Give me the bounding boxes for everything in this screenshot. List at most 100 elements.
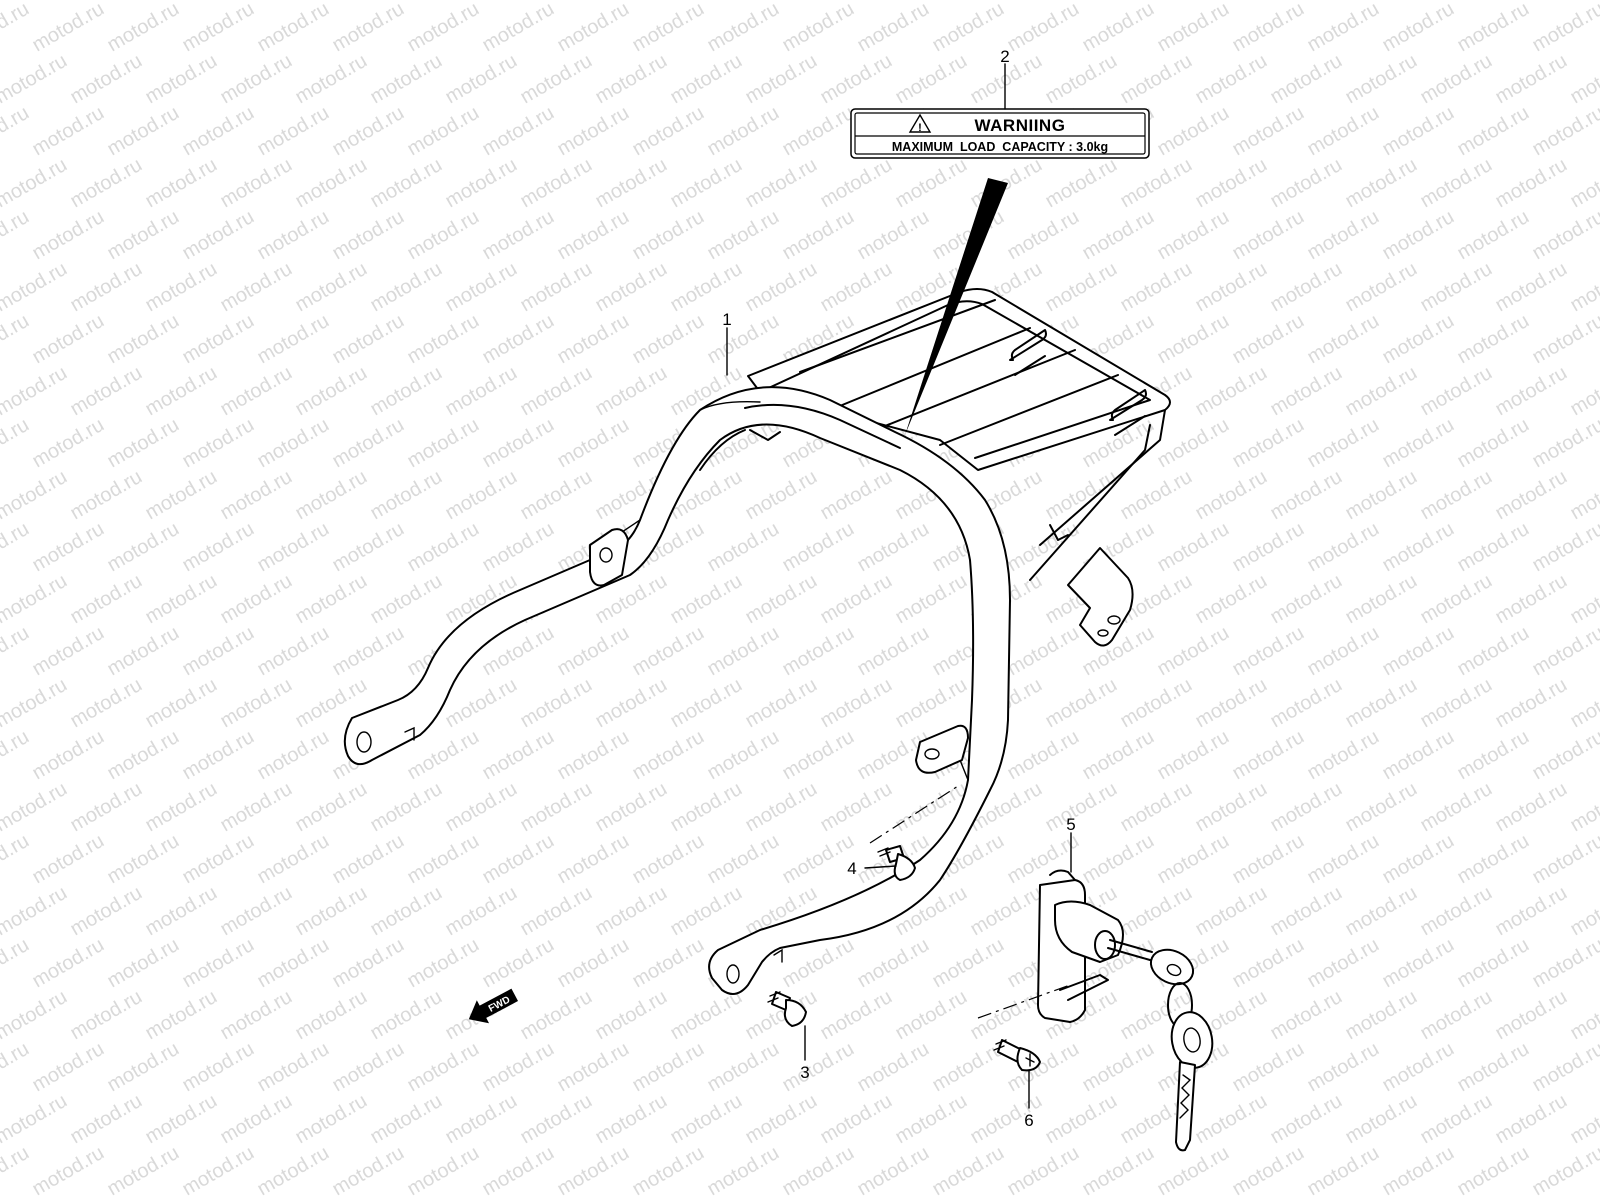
watermark-text: motod.ru [442,882,521,941]
watermark-text: motod.ru [1304,310,1383,369]
watermark-text: motod.ru [554,1038,633,1097]
watermark-text: motod.ru [1454,102,1533,161]
watermark-text: motod.ru [217,1194,296,1200]
watermark-text: motod.ru [967,0,1046,4]
watermark-text: motod.ru [1379,0,1458,56]
watermark-text: motod.ru [1229,1142,1308,1200]
watermark-text: motod.ru [1192,674,1271,733]
watermark-text: motod.ru [1567,1194,1600,1200]
watermark-text: motod.ru [1342,674,1421,733]
watermark-text: motod.ru [1267,258,1346,317]
watermark-text: motod.ru [442,154,521,213]
watermark-text: motod.ru [1342,362,1421,421]
watermark-text: motod.ru [254,934,333,993]
watermark-text: motod.ru [67,0,146,4]
watermark-text: motod.ru [554,414,633,473]
watermark-text: motod.ru [592,50,671,109]
watermark-text: motod.ru [1379,310,1458,369]
watermark-text: motod.ru [1342,570,1421,629]
watermark-text: motod.ru [0,1142,33,1200]
watermark-text: motod.ru [1567,466,1600,525]
watermark-text: motod.ru [479,0,558,56]
watermark-text: motod.ru [592,0,671,4]
watermark-text: motod.ru [592,778,671,837]
watermark-text: motod.ru [1004,206,1083,265]
watermark-text: motod.ru [404,206,483,265]
watermark-text: motod.ru [779,206,858,265]
watermark-text: motod.ru [217,154,296,213]
watermark-text: motod.ru [217,778,296,837]
watermark-text: motod.ru [29,830,108,889]
watermark-text: motod.ru [1529,830,1600,889]
watermark-text: motod.ru [1229,206,1308,265]
watermark-text: motod.ru [667,778,746,837]
watermark-text: motod.ru [1492,154,1571,213]
watermark-text: motod.ru [1454,206,1533,265]
watermark-text: motod.ru [142,778,221,837]
watermark-text: motod.ru [1267,466,1346,525]
watermark-text: motod.ru [742,0,821,4]
watermark-text: motod.ru [1454,518,1533,577]
watermark-text: motod.ru [104,622,183,681]
watermark-text: motod.ru [292,362,371,421]
watermark-text: motod.ru [1379,830,1458,889]
watermark-text: motod.ru [667,570,746,629]
watermark-text: motod.ru [1454,622,1533,681]
watermark-text: motod.ru [817,466,896,525]
watermark-text: motod.ru [1304,830,1383,889]
watermark-text: motod.ru [1417,154,1496,213]
watermark-text: motod.ru [1454,726,1533,785]
watermark-text: motod.ru [967,882,1046,941]
watermark-text: motod.ru [854,622,933,681]
watermark-text: motod.ru [704,518,783,577]
watermark-text: motod.ru [779,1142,858,1200]
watermark-text: motod.ru [104,206,183,265]
watermark-text: motod.ru [217,50,296,109]
watermark-text: motod.ru [1492,986,1571,1045]
watermark-text: motod.ru [1567,50,1600,109]
watermark-text: motod.ru [367,362,446,421]
watermark-text: motod.ru [367,466,446,525]
watermark-text: motod.ru [1154,518,1233,577]
watermark-text: motod.ru [142,154,221,213]
watermark-text: motod.ru [779,830,858,889]
watermark-text: motod.ru [1417,1090,1496,1149]
watermark-text: motod.ru [1079,206,1158,265]
watermark-text: motod.ru [592,882,671,941]
watermark-text: motod.ru [29,310,108,369]
watermark-text: motod.ru [1192,258,1271,317]
watermark-text: motod.ru [1342,154,1421,213]
watermark-text: motod.ru [104,414,183,473]
watermark-text: motod.ru [554,0,633,56]
watermark-text: motod.ru [29,0,108,56]
watermark-text: motod.ru [1454,1142,1533,1200]
watermark-text: motod.ru [1417,50,1496,109]
watermark-text: motod.ru [742,778,821,837]
watermark-text: motod.ru [554,1142,633,1200]
watermark-text: motod.ru [517,258,596,317]
watermark-text: motod.ru [142,1194,221,1200]
watermark-text: motod.ru [367,778,446,837]
watermark-text: motod.ru [1267,882,1346,941]
watermark-text: motod.ru [1229,622,1308,681]
watermark-text: motod.ru [592,154,671,213]
watermark-text: motod.ru [554,206,633,265]
watermark-text: motod.ru [29,414,108,473]
watermark-text: motod.ru [1004,622,1083,681]
watermark-text: motod.ru [1379,934,1458,993]
watermark-text: motod.ru [1379,622,1458,681]
warning-subtitle: MAXIMUM LOAD CAPACITY : 3.0kg [892,140,1108,154]
watermark-text: motod.ru [217,466,296,525]
watermark-text: motod.ru [1342,986,1421,1045]
watermark-text: motod.ru [479,518,558,577]
watermark-text: motod.ru [667,50,746,109]
warning-label: ! WARNIING MAXIMUM LOAD CAPACITY : 3.0kg [850,108,1150,159]
watermark-text: motod.ru [329,1142,408,1200]
watermark-text: motod.ru [479,1142,558,1200]
watermark-text: motod.ru [1229,0,1308,56]
watermark-text: motod.ru [0,206,33,265]
watermark-text: motod.ru [67,466,146,525]
watermark-text: motod.ru [1042,674,1121,733]
watermark-text: motod.ru [67,778,146,837]
watermark-text: motod.ru [1454,934,1533,993]
